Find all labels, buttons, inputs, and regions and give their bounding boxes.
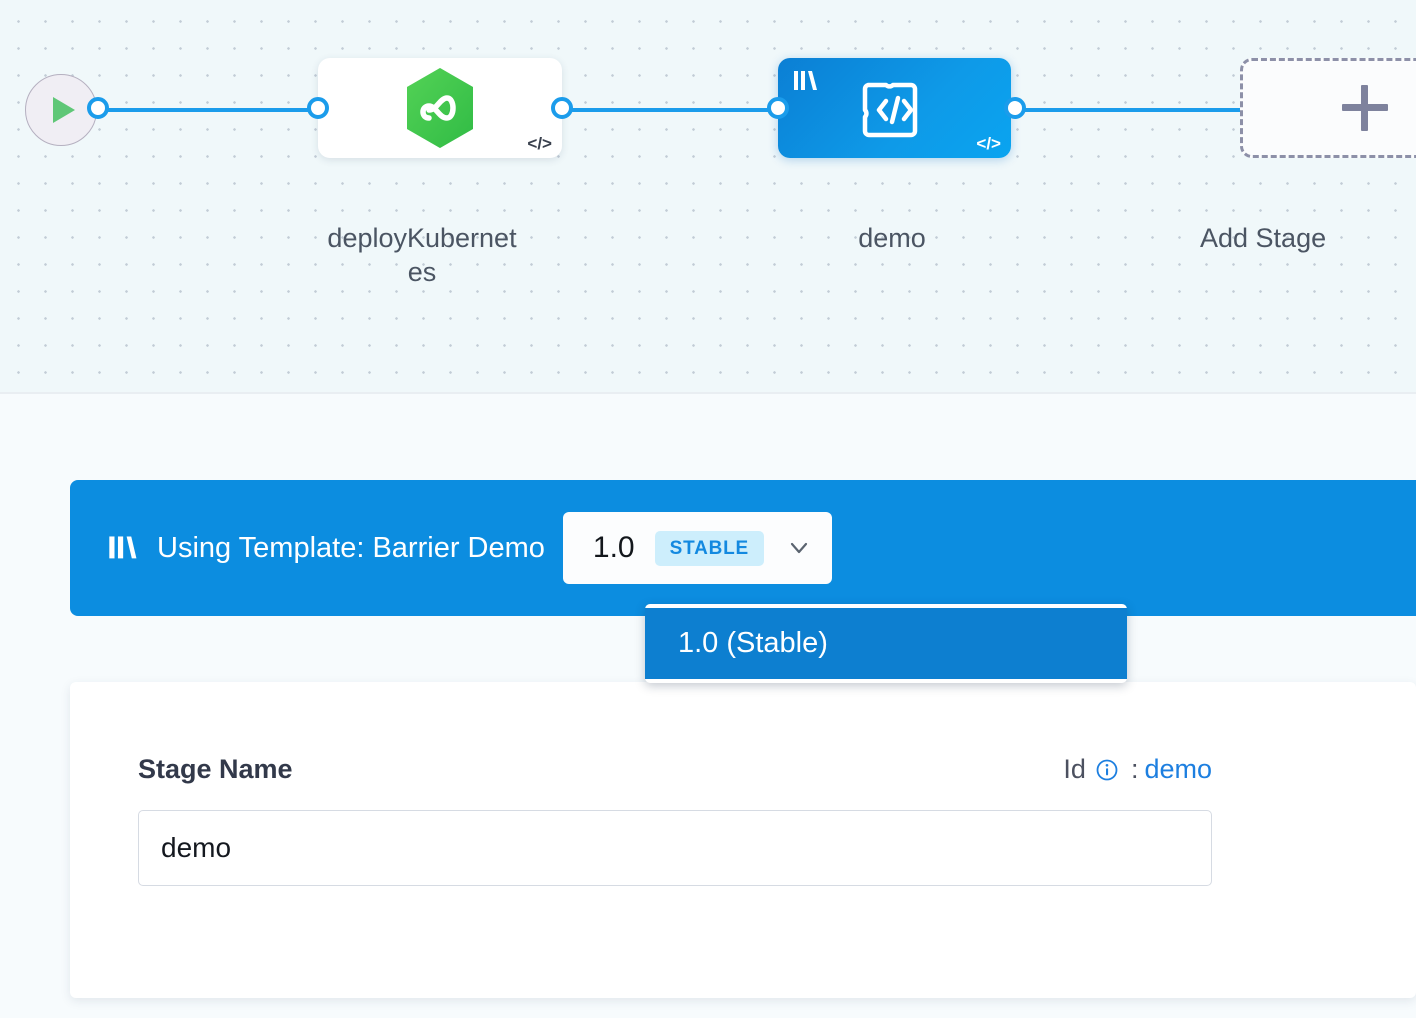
dropdown-option-1.0-stable[interactable]: 1.0 (Stable) <box>645 608 1127 679</box>
connector-dot-stage2-in[interactable] <box>767 97 789 119</box>
stage-label-demo: demo <box>858 223 926 253</box>
stage-name-input[interactable] <box>138 810 1212 886</box>
stage-label-line2: es <box>407 256 437 287</box>
stage-node-deploykubernetes[interactable]: </> <box>318 58 562 158</box>
template-library-icon <box>792 68 818 94</box>
stage-name-row: Stage Name Id : demo <box>138 754 1212 785</box>
code-icon: </> <box>976 134 1001 153</box>
stage-id-display: Id : demo <box>1063 754 1212 785</box>
template-version-dropdown[interactable]: 1.0 (Stable) <box>645 604 1127 683</box>
connector-stage1-to-stage2 <box>548 108 788 112</box>
stage-name-label: Stage Name <box>138 754 293 784</box>
using-template-bar: Using Template: Barrier Demo 1.0 STABLE <box>70 480 1416 616</box>
stage-label-deploykubernetes: deployKubernet es <box>272 222 572 290</box>
info-icon[interactable] <box>1095 758 1119 782</box>
id-label: Id <box>1063 754 1086 784</box>
connector-dot-stage2-out[interactable] <box>1004 97 1026 119</box>
stage-label-line1: deployKubernet <box>327 223 517 253</box>
stage-details-card: Stage Name Id : demo <box>70 682 1416 998</box>
connector-stage2-to-addstage <box>1005 108 1245 112</box>
harness-cd-hexagon-icon <box>403 66 477 150</box>
add-stage-label: Add Stage <box>1200 223 1327 253</box>
template-puzzle-icon <box>862 82 917 138</box>
id-separator: : <box>1130 754 1139 784</box>
stage-node-demo[interactable]: </> <box>778 58 1011 158</box>
template-library-icon <box>109 536 137 559</box>
using-template-label: Using Template: Barrier Demo <box>157 531 545 564</box>
connector-dot-stage1-out[interactable] <box>551 97 573 119</box>
connector-start-to-stage1 <box>98 108 330 112</box>
plus-icon <box>1342 85 1388 131</box>
template-version-value: 1.0 <box>592 531 635 564</box>
template-version-selector[interactable]: 1.0 STABLE <box>562 512 832 584</box>
play-icon <box>53 97 75 123</box>
code-icon: </> <box>527 134 552 153</box>
add-stage-button[interactable] <box>1240 58 1416 158</box>
id-value: demo <box>1144 754 1212 784</box>
pipeline-canvas[interactable]: </> </> deployKubernet es demo Add Stage <box>0 0 1416 394</box>
connector-dot-start-out[interactable] <box>87 97 109 119</box>
pipeline-start-node[interactable] <box>25 74 97 146</box>
status-badge-stable: STABLE <box>654 530 764 566</box>
chevron-down-icon[interactable] <box>788 537 810 559</box>
connector-dot-stage1-in[interactable] <box>307 97 329 119</box>
